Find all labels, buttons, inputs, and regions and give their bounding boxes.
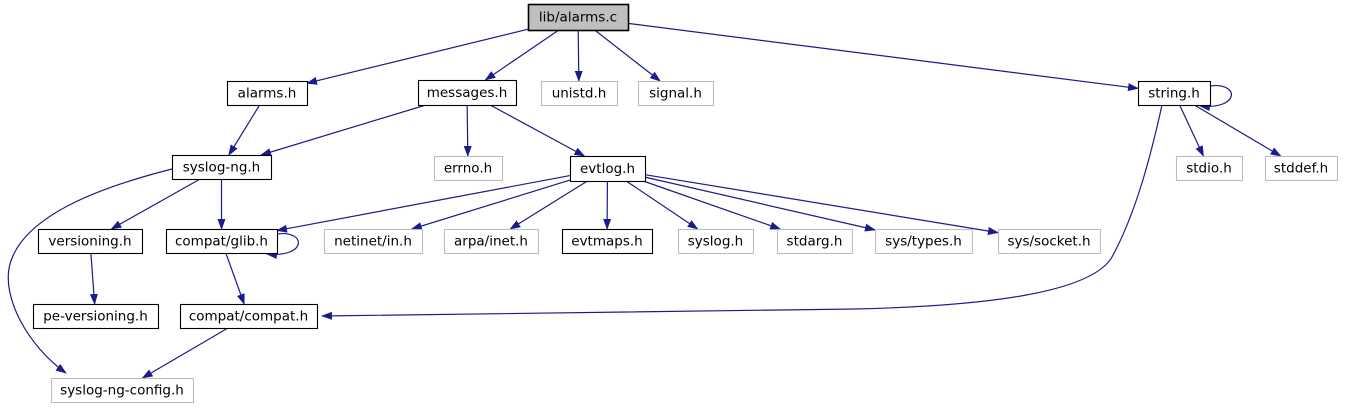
- edge-lib-alarms-c-to-messages-h: [484, 29, 560, 81]
- node-label-syslog-ng-config-h: syslog-ng-config.h: [60, 383, 184, 399]
- node-box-netinet-in-h: [323, 228, 424, 255]
- node-syslog-ng-h[interactable]: syslog-ng.h: [171, 154, 273, 181]
- node-lib-alarms-c: lib/alarms.c: [527, 3, 630, 32]
- node-versioning-h[interactable]: versioning.h: [37, 228, 144, 255]
- node-label-signal-h: signal.h: [649, 86, 702, 102]
- node-box-stdarg-h: [776, 228, 854, 255]
- node-label-netinet-in-h: netinet/in.h: [334, 234, 412, 250]
- edge-compat-compat-h-to-syslog-ng-config-h: [141, 327, 229, 379]
- node-errno-h: errno.h: [433, 155, 504, 182]
- edge-lib-alarms-c-to-signal-h: [594, 29, 661, 82]
- edge-compat-glib-h-to-compat-glib-h: [266, 233, 299, 259]
- node-syslog-ng-config-h: syslog-ng-config.h: [50, 377, 195, 404]
- node-box-arpa-inet-h: [443, 228, 540, 255]
- edges-layer: [7, 22, 1282, 379]
- node-compat-compat-h[interactable]: compat/compat.h: [179, 303, 319, 330]
- node-signal-h: signal.h: [637, 80, 715, 107]
- node-netinet-in-h: netinet/in.h: [323, 228, 424, 255]
- edge-string-h-to-stdio-h: [1179, 104, 1204, 157]
- edge-syslog-ng-h-to-syslog-ng-config-h: [7, 168, 173, 374]
- edge-evtlog-h-to-sys-types-h: [644, 176, 876, 232]
- edge-string-h-to-stddef-h: [1194, 104, 1282, 157]
- edge-evtlog-h-to-sys-socket-h: [644, 174, 999, 235]
- edge-evtlog-h-to-netinet-in-h: [410, 179, 571, 230]
- node-evtlog-h[interactable]: evtlog.h: [569, 155, 647, 183]
- node-stdio-h: stdio.h: [1175, 155, 1244, 182]
- edge-compat-glib-h-to-compat-compat-h: [225, 252, 245, 305]
- node-pe-versioning-h[interactable]: pe-versioning.h: [32, 303, 160, 330]
- node-evtmaps-h[interactable]: evtmaps.h: [561, 228, 654, 255]
- node-box-evtlog-h[interactable]: [569, 155, 647, 183]
- node-box-syslog-ng-h[interactable]: [171, 154, 273, 181]
- node-box-errno-h: [433, 155, 504, 182]
- node-sys-socket-h: sys/socket.h: [997, 228, 1102, 255]
- edge-evtlog-h-to-compat-glib-h: [276, 174, 571, 233]
- node-box-syslog-h: [677, 228, 755, 255]
- node-box-syslog-ng-config-h: [50, 377, 195, 404]
- node-box-evtmaps-h[interactable]: [561, 228, 654, 255]
- edge-lib-alarms-c-to-string-h: [627, 22, 1139, 92]
- edge-syslog-ng-h-to-versioning-h: [110, 178, 201, 230]
- node-box-compat-compat-h[interactable]: [179, 303, 319, 330]
- node-alarms-h[interactable]: alarms.h: [226, 80, 309, 107]
- edge-versioning-h-to-pe-versioning-h: [89, 252, 98, 305]
- node-label-sys-types-h: sys/types.h: [885, 234, 962, 250]
- node-syslog-h: syslog.h: [677, 228, 755, 255]
- edge-evtlog-h-to-arpa-inet-h: [509, 180, 588, 230]
- edge-messages-h-to-errno-h: [463, 104, 472, 157]
- node-box-string-h[interactable]: [1137, 80, 1212, 107]
- edge-evtlog-h-to-syslog-h: [625, 180, 699, 230]
- node-label-stdio-h: stdio.h: [1186, 161, 1232, 177]
- node-box-unistd-h: [540, 80, 619, 107]
- node-sys-types-h: sys/types.h: [874, 228, 974, 255]
- node-label-evtlog-h: evtlog.h: [580, 161, 635, 177]
- node-label-arpa-inet-h: arpa/inet.h: [454, 234, 528, 250]
- edge-messages-h-to-evtlog-h: [489, 104, 586, 157]
- node-label-evtmaps-h: evtmaps.h: [571, 234, 642, 250]
- node-stddef-h: stddef.h: [1264, 155, 1339, 182]
- node-label-syslog-h: syslog.h: [688, 234, 743, 250]
- node-label-pe-versioning-h: pe-versioning.h: [43, 309, 148, 325]
- node-label-stddef-h: stddef.h: [1274, 161, 1328, 177]
- node-box-stddef-h: [1264, 155, 1339, 182]
- node-arpa-inet-h: arpa/inet.h: [443, 228, 540, 255]
- node-box-compat-glib-h[interactable]: [165, 228, 279, 255]
- nodes-layer: lib/alarms.c alarms.h messages.h unistd.h si…: [32, 3, 1339, 404]
- node-box-sys-types-h: [874, 228, 974, 255]
- node-label-unistd-h: unistd.h: [552, 86, 607, 102]
- node-compat-glib-h[interactable]: compat/glib.h: [165, 228, 279, 255]
- node-box-signal-h: [637, 80, 715, 107]
- node-label-lib-alarms-c: lib/alarms.c: [539, 10, 617, 26]
- node-box-versioning-h[interactable]: [37, 228, 144, 255]
- node-box-stdio-h: [1175, 155, 1244, 182]
- edge-string-h-to-string-h: [1199, 85, 1232, 111]
- edge-alarms-h-to-syslog-ng-h: [228, 104, 261, 156]
- node-label-messages-h: messages.h: [427, 85, 508, 101]
- node-box-pe-versioning-h[interactable]: [32, 303, 160, 330]
- node-label-errno-h: errno.h: [444, 161, 492, 177]
- edge-messages-h-to-syslog-ng-h: [260, 104, 426, 156]
- node-stdarg-h: stdarg.h: [776, 228, 854, 255]
- node-label-versioning-h: versioning.h: [48, 234, 131, 250]
- edge-string-h-to-compat-compat-h: [321, 104, 1163, 320]
- node-messages-h[interactable]: messages.h: [417, 79, 518, 107]
- node-box-sys-socket-h: [997, 228, 1102, 255]
- node-label-alarms-h: alarms.h: [238, 86, 297, 102]
- node-box-lib-alarms-c: [527, 3, 630, 32]
- node-label-compat-compat-h: compat/compat.h: [189, 309, 308, 325]
- edge-lib-alarms-c-to-unistd-h: [574, 29, 583, 82]
- node-label-stdarg-h: stdarg.h: [787, 234, 843, 250]
- node-label-syslog-ng-h: syslog-ng.h: [183, 160, 260, 176]
- node-unistd-h: unistd.h: [540, 80, 619, 107]
- node-string-h[interactable]: string.h: [1137, 80, 1212, 107]
- node-label-string-h: string.h: [1148, 86, 1200, 102]
- node-label-compat-glib-h: compat/glib.h: [175, 234, 268, 250]
- edge-evtlog-h-to-stdarg-h: [642, 180, 782, 230]
- node-box-messages-h[interactable]: [417, 79, 518, 107]
- edge-lib-alarms-c-to-alarms-h: [306, 28, 529, 85]
- node-box-alarms-h[interactable]: [226, 80, 309, 107]
- node-label-sys-socket-h: sys/socket.h: [1007, 234, 1090, 250]
